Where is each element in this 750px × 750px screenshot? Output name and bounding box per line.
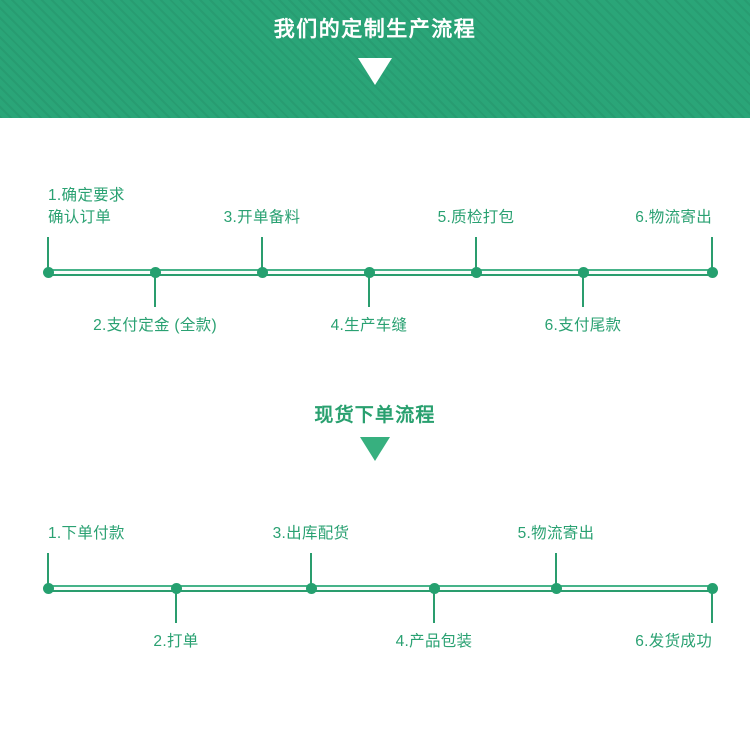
timeline-node-label: 2.打单 — [153, 631, 198, 653]
timeline-node-label: 3.开单备料 — [224, 207, 301, 229]
timeline-node-dot[interactable] — [428, 582, 440, 594]
timeline-node-label-line: 1.下单付款 — [48, 525, 125, 542]
timeline-node-label-line: 3.出库配货 — [272, 525, 350, 542]
timeline-node-label-line: 6.发货成功 — [635, 633, 712, 650]
timeline-node-label: 1.确定要求确认订单 — [48, 185, 125, 229]
timeline-node-stem — [310, 553, 312, 588]
timeline-node-label: 2.支付定金 (全款) — [93, 315, 217, 337]
timeline-node-label-line: 4.产品包装 — [395, 633, 473, 650]
timeline-node-label-line: 3.开单备料 — [223, 209, 301, 226]
timeline-node-dot[interactable] — [305, 582, 317, 594]
timeline-node-label-line: 2.打单 — [153, 633, 199, 650]
timeline-node-stem — [175, 588, 177, 623]
timeline-node-label-line: 6.物流寄出 — [635, 209, 712, 226]
timeline-node-stem — [47, 553, 49, 588]
timeline-node-dot[interactable] — [42, 582, 54, 594]
timeline-node-label: 5.质检打包 — [438, 207, 515, 229]
timeline-node-label-line: 5.质检打包 — [437, 209, 515, 226]
timeline-node-stem — [261, 237, 263, 272]
timeline-node-dot[interactable] — [256, 266, 268, 278]
section-heading-title: 现货下单流程 — [314, 405, 436, 426]
timeline-node-stem — [475, 237, 477, 272]
timeline-node-dot[interactable] — [42, 266, 54, 278]
timeline-node-dot[interactable] — [706, 266, 718, 278]
timeline-node-stem — [711, 588, 713, 623]
timeline-node-stem — [433, 588, 435, 623]
triangle-down-icon — [360, 437, 390, 461]
timeline-node-stem — [555, 553, 557, 588]
timeline-node-stem — [154, 272, 156, 307]
timeline-node-label: 6.物流寄出 — [635, 207, 712, 229]
timeline-node-label-line: 2.支付定金 (全款) — [93, 317, 217, 334]
timeline-node-dot[interactable] — [577, 266, 589, 278]
timeline-axis — [48, 585, 712, 592]
timeline-node-label: 1.下单付款 — [48, 523, 125, 545]
timeline-node-label: 5.物流寄出 — [518, 523, 595, 545]
timeline-node-dot[interactable] — [706, 582, 718, 594]
timeline-node-dot[interactable] — [149, 266, 161, 278]
timeline-node-dot[interactable] — [363, 266, 375, 278]
timeline-node-label-line: 1.确定要求 — [48, 187, 125, 204]
timeline-node-stem — [711, 237, 713, 272]
timeline-node-label: 6.发货成功 — [635, 631, 712, 653]
timeline-node-dot[interactable] — [170, 582, 182, 594]
timeline-node-label-line: 5.物流寄出 — [517, 525, 595, 542]
triangle-down-icon — [358, 58, 392, 85]
timeline-node-dot[interactable] — [550, 582, 562, 594]
timeline-axis — [48, 269, 712, 276]
timeline-node-label: 4.产品包装 — [396, 631, 473, 653]
timeline-node-stem — [368, 272, 370, 307]
timeline-node-label-line: 6.支付尾款 — [544, 317, 622, 334]
timeline-node-label: 4.生产车缝 — [331, 315, 408, 337]
timeline-node-stem — [47, 237, 49, 272]
banner-title: 我们的定制生产流程 — [273, 18, 477, 41]
timeline-node-label: 6.支付尾款 — [545, 315, 622, 337]
header-banner: 我们的定制生产流程 — [0, 0, 750, 118]
timeline-node-label-line: 4.生产车缝 — [330, 317, 408, 334]
timeline-node-label-line: 确认订单 — [48, 209, 112, 226]
timeline-node-label: 3.出库配货 — [273, 523, 350, 545]
timeline-node-dot[interactable] — [470, 266, 482, 278]
timeline-node-stem — [582, 272, 584, 307]
